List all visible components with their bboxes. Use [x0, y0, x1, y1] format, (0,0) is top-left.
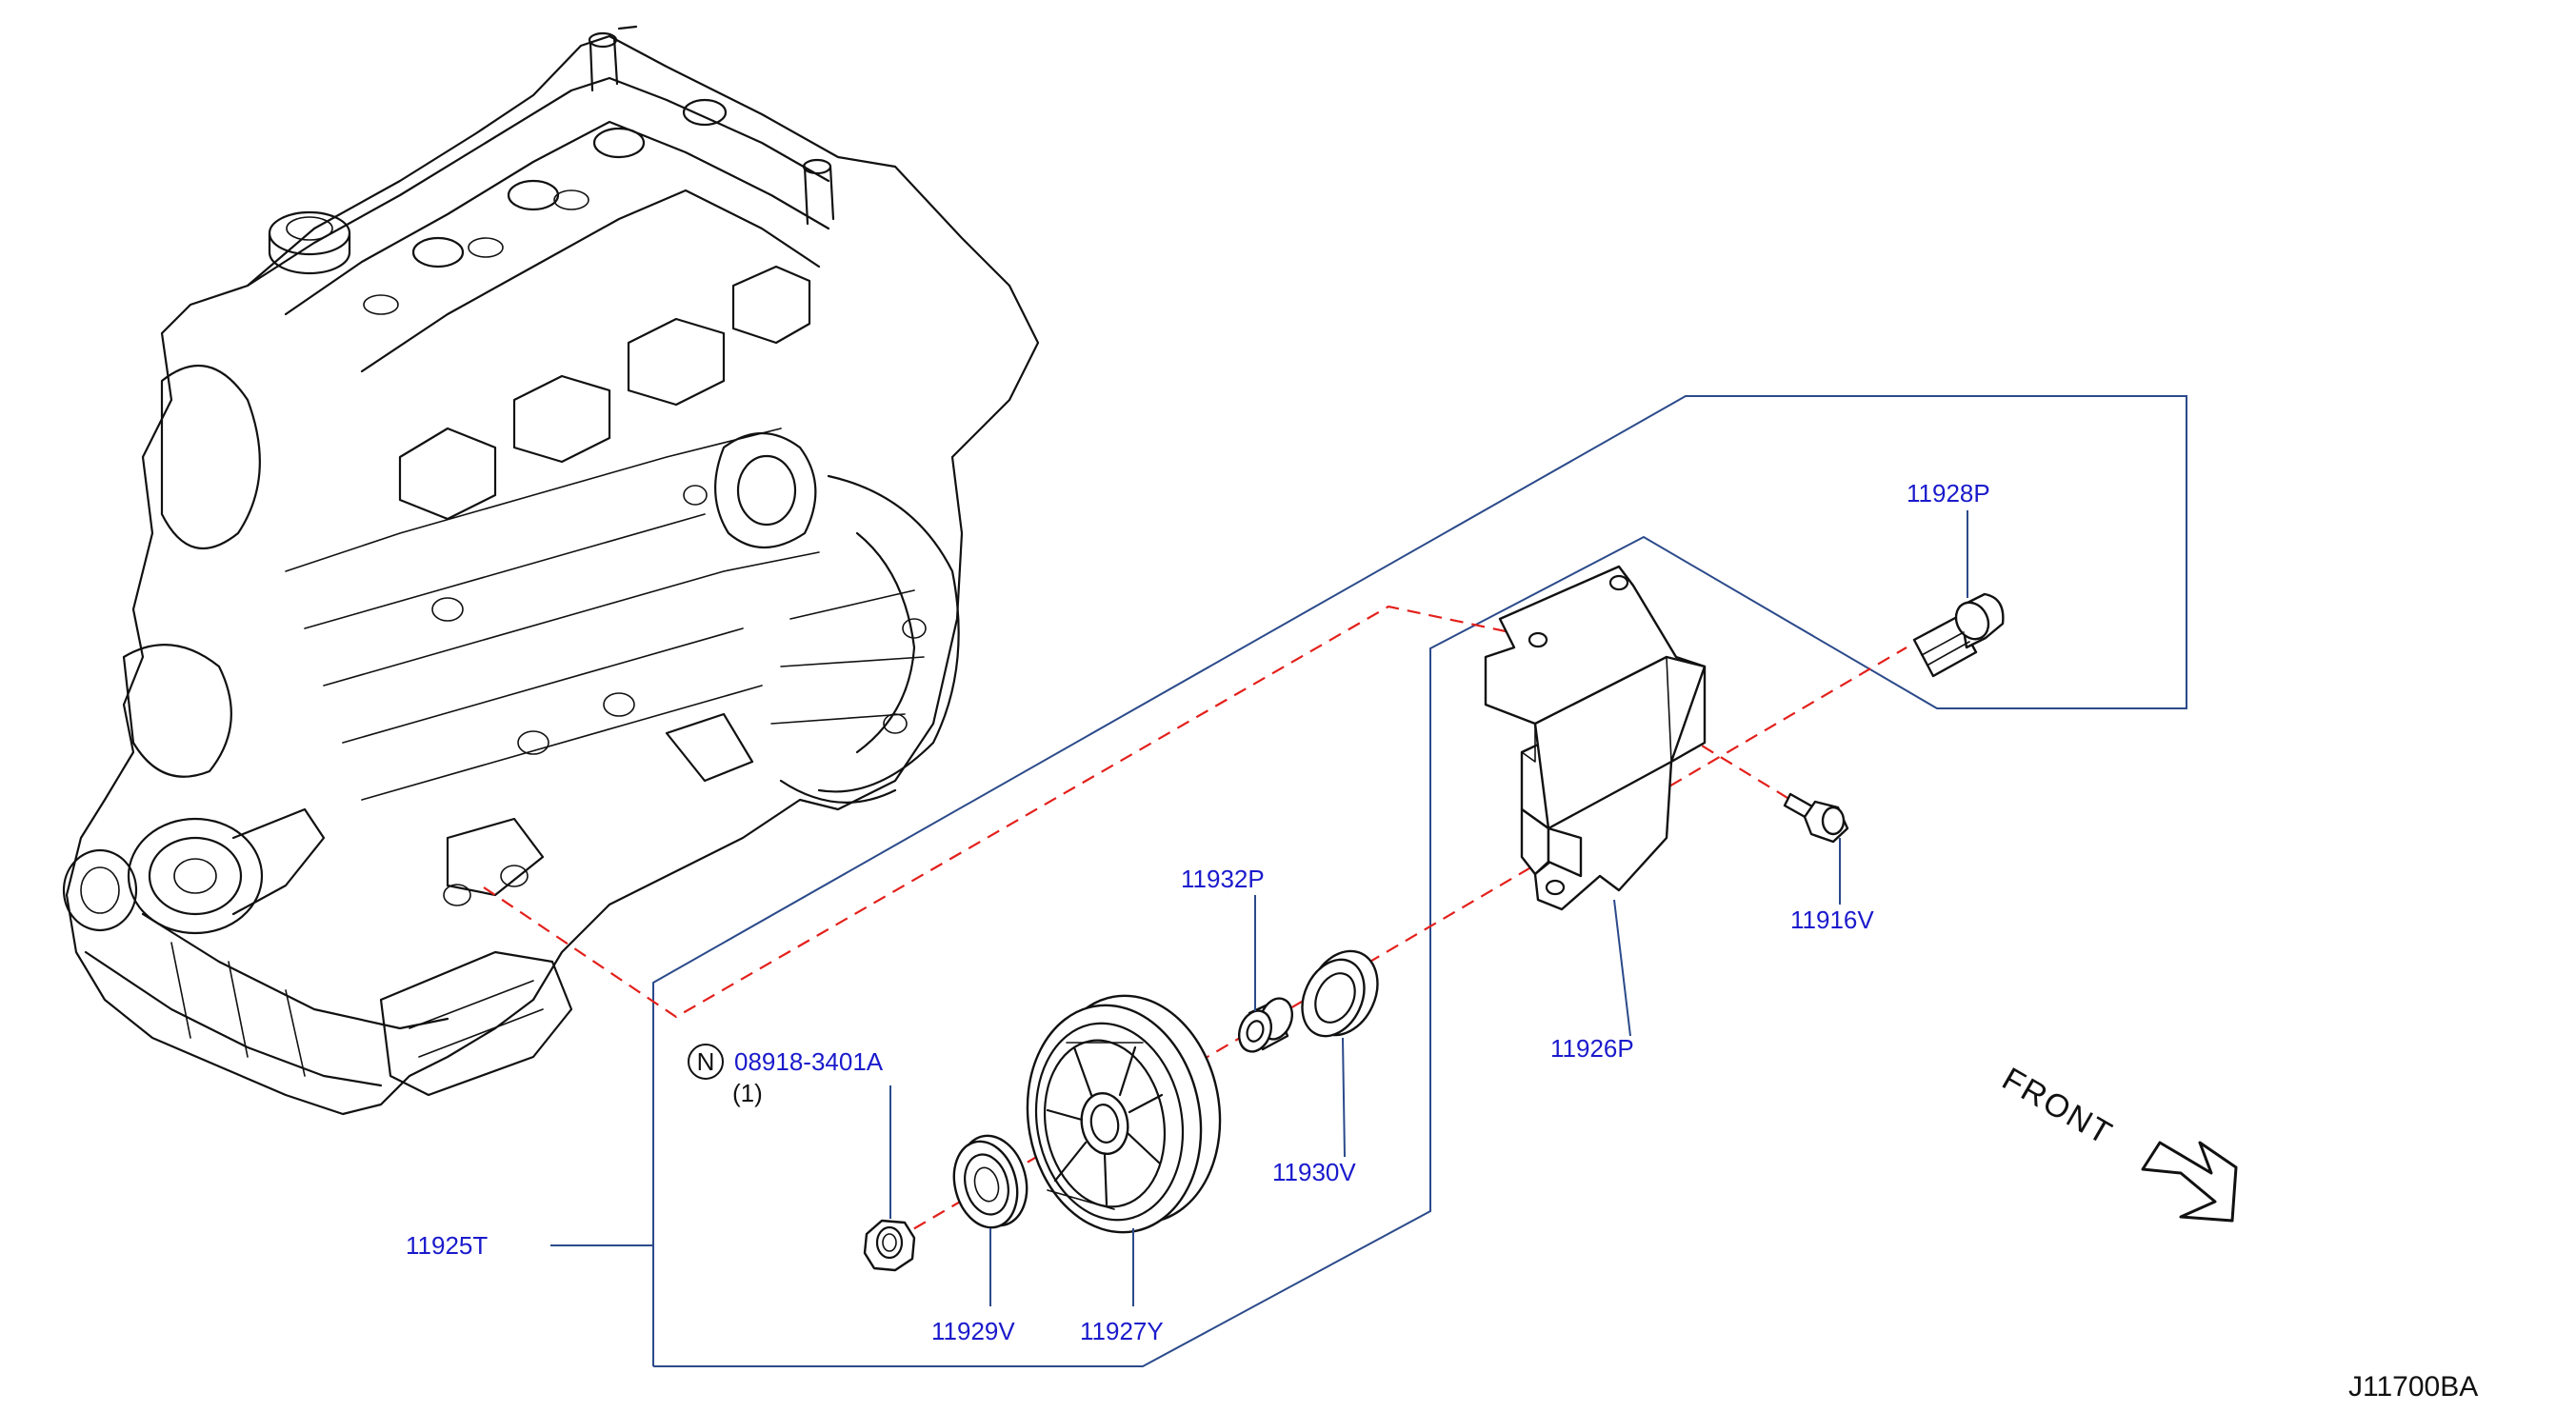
leader-11926p: [1613, 899, 1631, 1037]
part-number-08918-3401a[interactable]: 08918-3401A: [734, 1047, 884, 1076]
part-number-11928p[interactable]: 11928P: [1907, 479, 1990, 507]
bolt-11916v-part: [1783, 792, 1849, 844]
part-number-11932p[interactable]: 11932P: [1181, 865, 1265, 893]
hollow-arrow-icon: [2141, 1141, 2238, 1223]
part-number-11916v[interactable]: 11916V: [1790, 906, 1874, 934]
bearing-11932p-part: [1237, 997, 1294, 1053]
part-number-11925t[interactable]: 11925T: [406, 1231, 488, 1260]
front-label: FRONT: [1996, 1061, 2119, 1152]
part-number-11930v[interactable]: 11930V: [1272, 1158, 1356, 1186]
part-number-11927y[interactable]: 11927Y: [1080, 1317, 1164, 1345]
bolt-11928p-part: [1912, 592, 2005, 678]
nut-08918-part: [863, 1219, 916, 1272]
engine-assembly-drawing: [62, 25, 1040, 1116]
leader-11930v: [1342, 1037, 1346, 1158]
pulley-axis-centerline: [894, 647, 1907, 1241]
part-quantity-08918: (1): [732, 1079, 763, 1107]
seal-11930v-part: [1301, 949, 1379, 1038]
assembly-group-frame: [652, 395, 2187, 1367]
part-number-11929v[interactable]: 11929V: [931, 1317, 1015, 1345]
diagram-reference-code: J11700BA: [2348, 1371, 2478, 1403]
new-part-badge-letter: N: [697, 1047, 715, 1076]
bracket-part: [1484, 565, 1707, 911]
pulley-11927y-part: [1026, 994, 1222, 1234]
washer-11929v-part: [952, 1134, 1028, 1229]
part-number-11926p[interactable]: 11926P: [1550, 1034, 1634, 1063]
circled-n-icon: N: [688, 1044, 724, 1080]
